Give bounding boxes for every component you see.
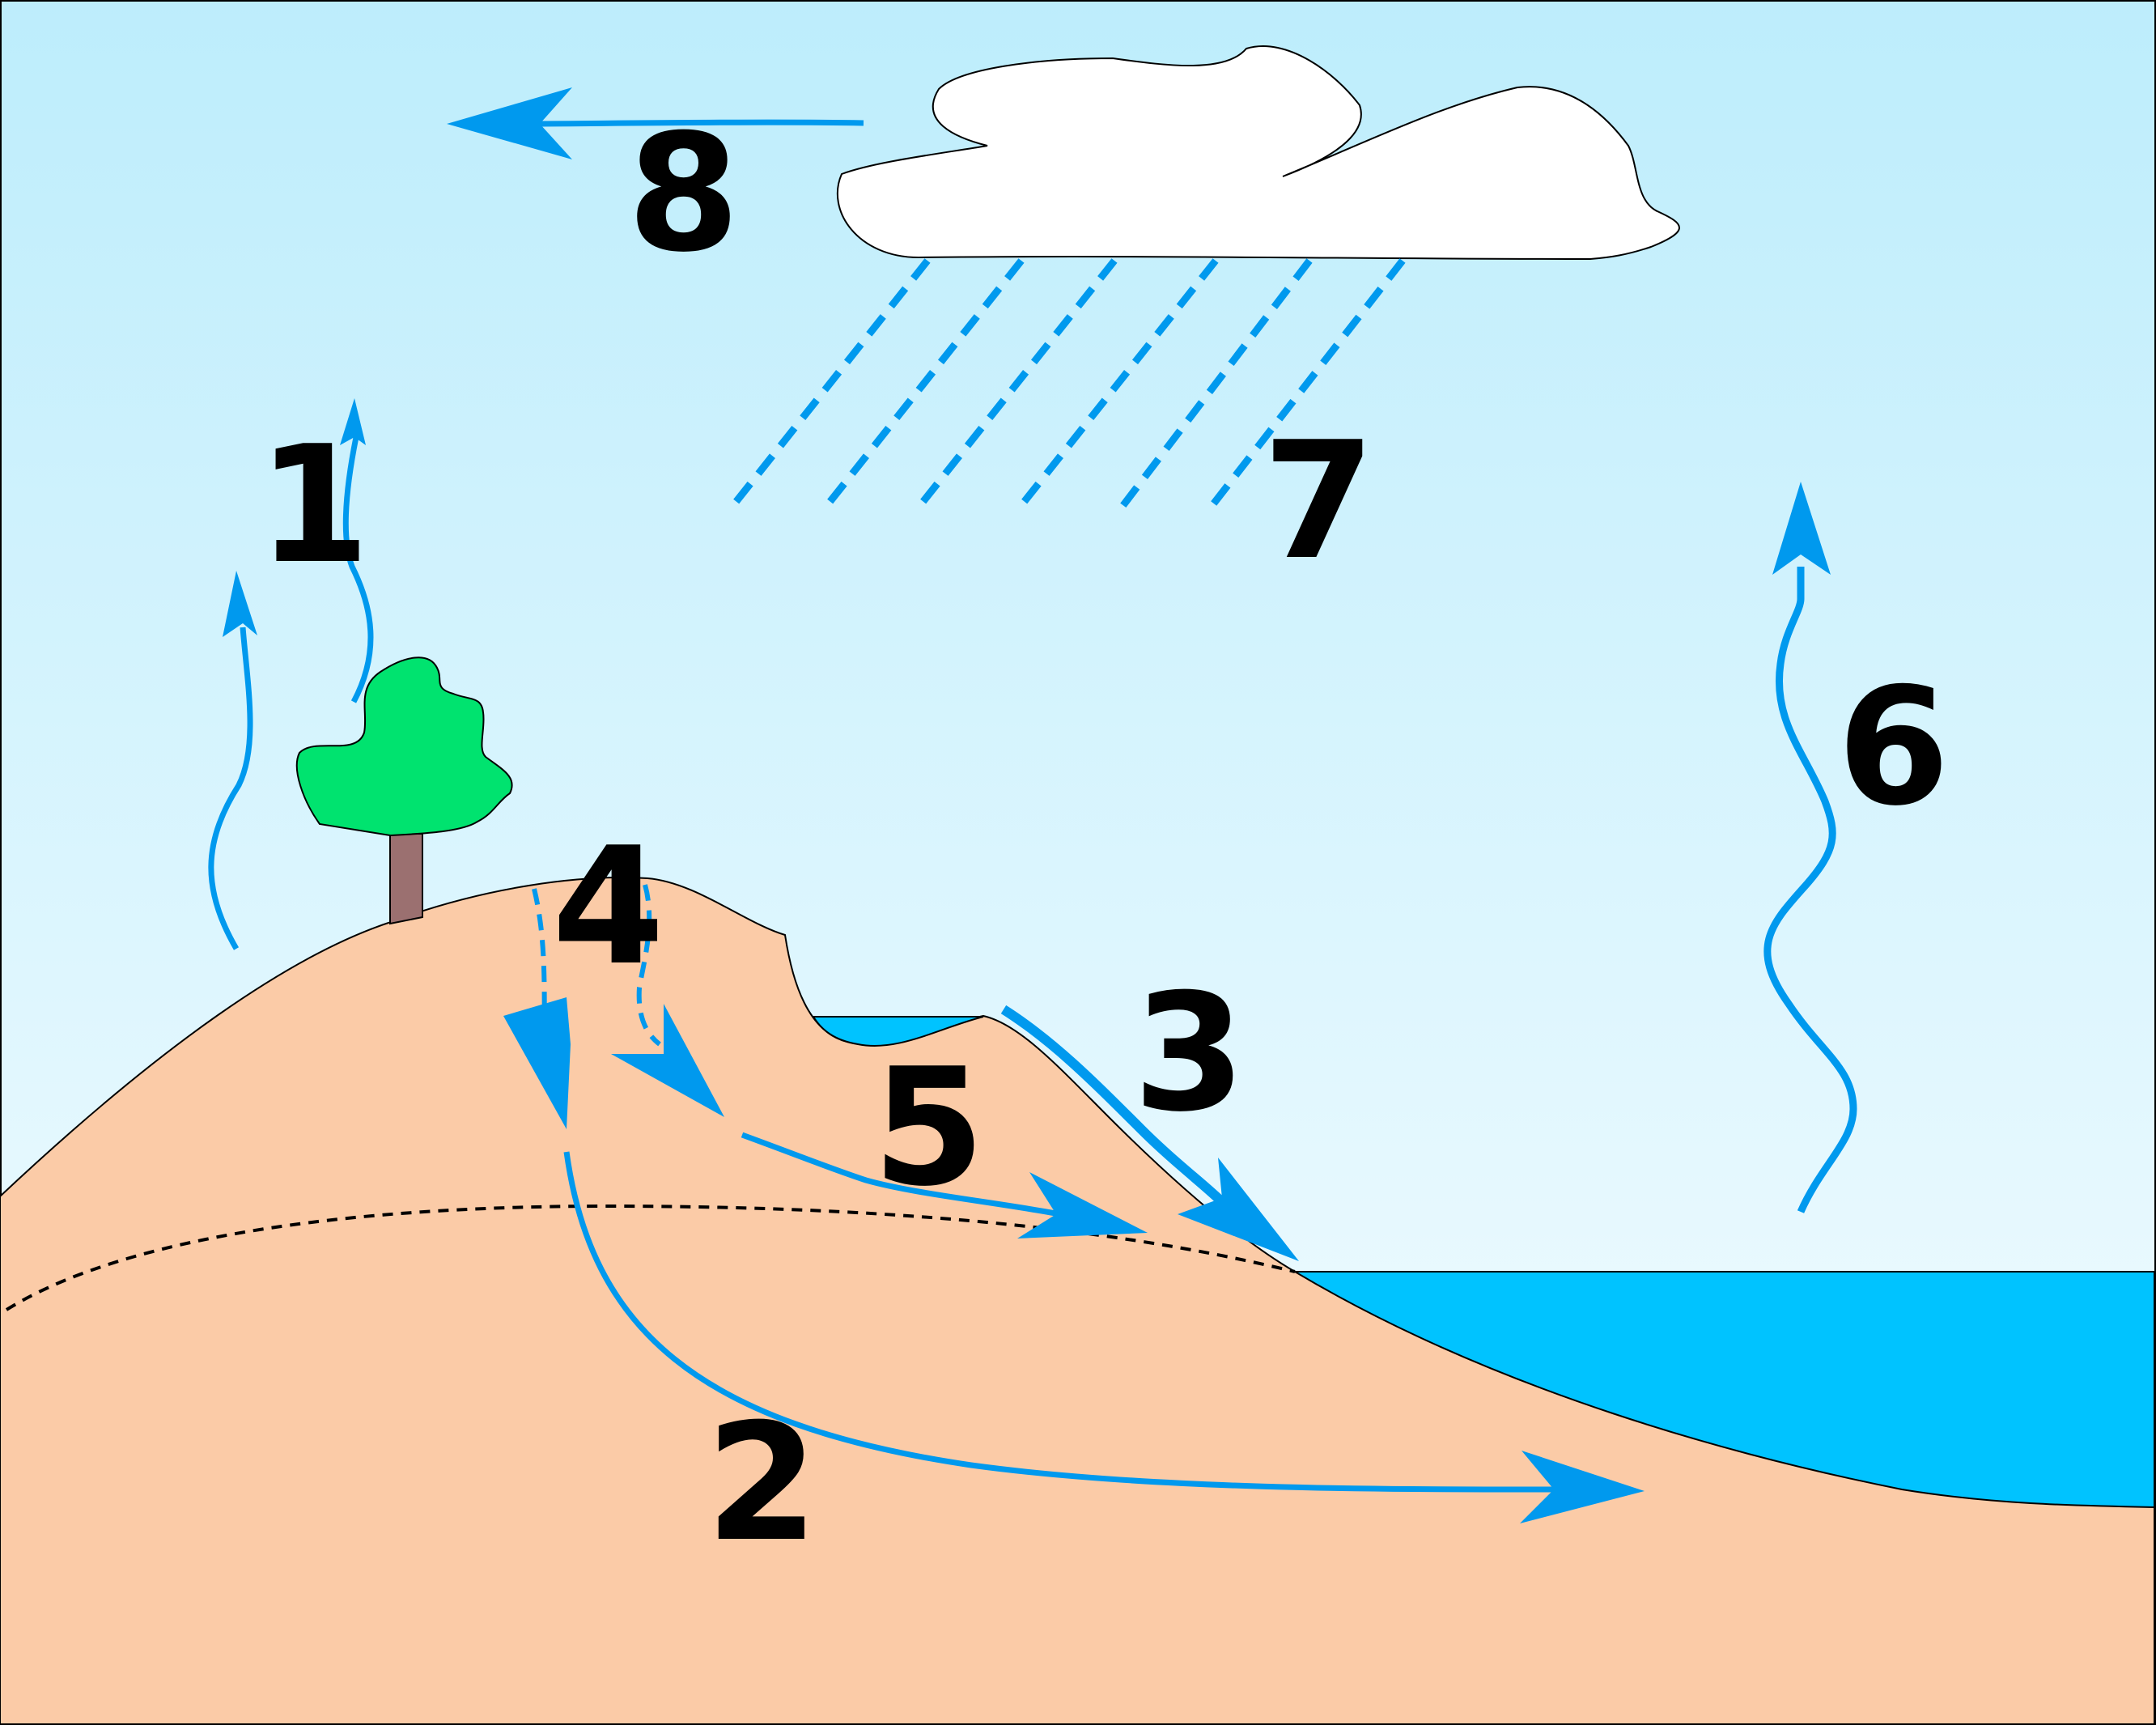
label-precipitation: 7 (1263, 407, 1375, 596)
tree-canopy (295, 656, 513, 837)
rain-line (915, 258, 1118, 511)
label-advection: 8 (627, 100, 740, 288)
rain-line (1118, 258, 1313, 511)
label-interflow: 5 (872, 1034, 985, 1222)
label-surface-runoff: 3 (1133, 959, 1246, 1148)
tree-icon (295, 656, 513, 925)
advection-arrow (447, 87, 864, 159)
tree-trunk (389, 833, 423, 925)
label-infiltration: 4 (552, 813, 664, 1001)
groundwater-flow-arrow (563, 1151, 1645, 1523)
rain-line (1016, 258, 1219, 511)
label-groundwater-flow: 2 (706, 1389, 818, 1578)
surface-runoff-arrow (1000, 1005, 1299, 1261)
precipitation-rain (728, 258, 1406, 511)
label-evaporation: 6 (1837, 653, 1950, 842)
pond-icon (812, 1016, 984, 1047)
label-evapotranspiration: 1 (257, 411, 370, 600)
infiltration-arrows (503, 884, 724, 1129)
rain-line (728, 258, 931, 511)
cloud-icon (837, 45, 1680, 261)
rain-line (821, 258, 1025, 511)
rain-line (1207, 258, 1406, 511)
evapotranspiration-arrows (208, 398, 374, 950)
evaporation-arrow (1763, 482, 1857, 1213)
interflow-arrow (741, 1132, 1148, 1239)
